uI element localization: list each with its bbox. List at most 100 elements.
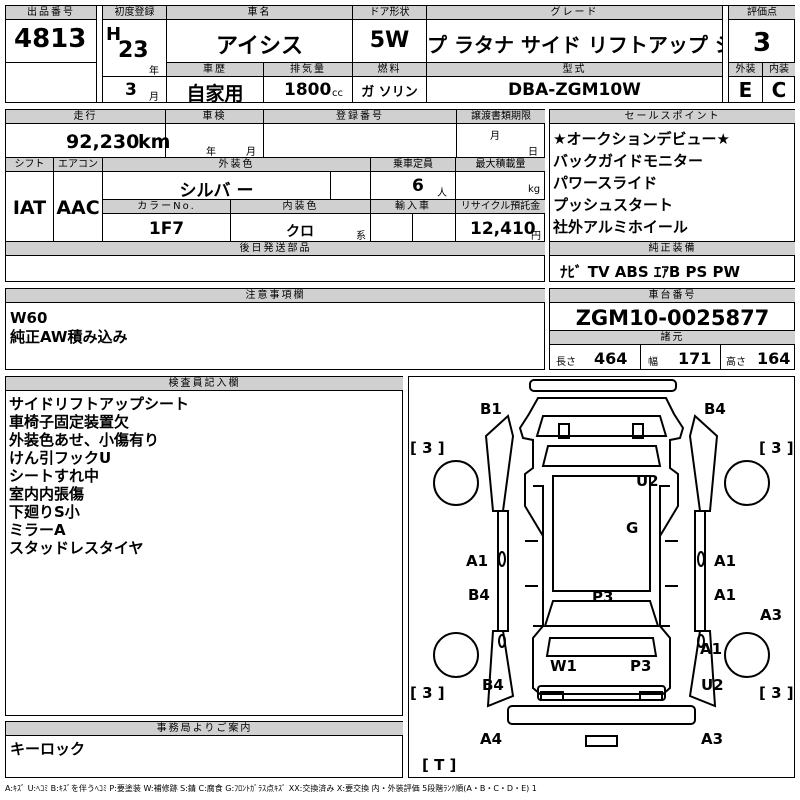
score-label: 評価点 — [729, 6, 795, 20]
notes-block — [5, 288, 545, 370]
era: H — [106, 24, 122, 45]
right-rear-marker — [697, 634, 705, 648]
inspector-line-5: シートすれ中 — [9, 467, 100, 485]
ext-label: 外装 — [729, 63, 762, 77]
sales-item-3: パワースライド — [553, 174, 658, 192]
load-unit: kg — [528, 184, 541, 195]
equip-label: 純正装備 — [550, 242, 795, 256]
inspect-month-unit: 月 — [246, 147, 256, 158]
history-label: 車歴 — [167, 63, 263, 77]
left-front-fender — [484, 414, 515, 512]
sales-item-1: ★オークションデビュー★ — [553, 130, 730, 148]
rear-bumper-outer — [507, 705, 696, 725]
code-a3-right: A3 — [760, 606, 782, 624]
rear-window — [543, 600, 660, 627]
header-block — [5, 5, 795, 103]
lot-label: 出品番号 — [6, 6, 96, 20]
mileage-label: 走行 — [6, 110, 165, 124]
transfer-day: 日 — [528, 147, 538, 158]
mileage-unit: km — [138, 131, 171, 153]
capacity: 6 — [412, 176, 424, 196]
inspector-line-7: 下廻りS小 — [9, 503, 80, 521]
code-p3-center: P3 — [592, 588, 613, 606]
front-vent-right — [632, 423, 644, 439]
tire-front-left — [433, 460, 479, 506]
code-b4-front-right: B4 — [704, 400, 726, 418]
height: 164 — [757, 349, 791, 368]
shift: IAT — [12, 197, 47, 219]
tire-grade-front-right: [ 3 ] — [759, 439, 794, 457]
intcolor-label: 内装色 — [231, 200, 370, 214]
displacement-label: 排気量 — [264, 63, 352, 77]
tire-grade-rear-right: [ 3 ] — [759, 684, 794, 702]
inspector-line-8: ミラーA — [9, 521, 66, 539]
code-a4: A4 — [480, 730, 502, 748]
code-g: G — [626, 519, 638, 537]
code-a1-right: A1 — [714, 552, 736, 570]
code-a1-left: A1 — [466, 552, 488, 570]
plate-label: 登録番号 — [264, 110, 456, 124]
model: DBA-ZGM10W — [508, 80, 641, 100]
notes-label: 注意事項欄 — [6, 289, 545, 303]
tail-light-left — [540, 691, 564, 701]
inspector-line-6: 室内内張傷 — [9, 485, 85, 503]
length-label: 長さ — [556, 357, 576, 368]
inspector-label: 検査員記入欄 — [6, 377, 403, 391]
tire-rear-left — [433, 632, 479, 678]
roof — [552, 475, 651, 592]
left-rear-fender — [486, 630, 515, 708]
code-w1: W1 — [550, 657, 577, 675]
inspector-line-4: けん引フックU — [9, 449, 112, 467]
capacity-label: 乗車定員 — [371, 158, 455, 172]
fuel-label: 燃料 — [353, 63, 426, 77]
right-mirror — [697, 551, 705, 567]
specs-block — [5, 109, 545, 282]
recycle-label: リサイクル預託金 — [456, 200, 545, 214]
right-sill — [694, 510, 706, 632]
score: 3 — [752, 28, 772, 58]
color-label: 外装色 — [103, 158, 370, 172]
code-a1-right-2: A1 — [714, 586, 736, 604]
inspector-line-3: 外装色あせ、小傷有り — [9, 431, 160, 449]
tire-grade-front-left: [ 3 ] — [410, 439, 445, 457]
lot-number: 4813 — [14, 24, 87, 54]
fuel: ガ ソリン — [361, 85, 418, 100]
code-u2-top: U2 — [636, 472, 659, 490]
ac-label: エアコン — [54, 158, 102, 172]
history: 自家用 — [186, 83, 244, 105]
year-unit: 年 — [149, 66, 159, 77]
office-block — [5, 721, 403, 778]
left-mirror — [498, 551, 506, 567]
int-label: 内装 — [763, 63, 795, 77]
sales-label: セールスポイント — [550, 110, 795, 124]
door-type: 5W — [369, 28, 410, 53]
int-grade: C — [771, 78, 787, 102]
tire-front-right — [724, 460, 770, 506]
sales-block — [549, 109, 795, 282]
notes-line-1: W60 — [10, 309, 48, 327]
first-reg-label: 初度登録 — [103, 6, 166, 20]
later-parts-label: 後日発送部品 — [6, 242, 545, 256]
first-reg-box — [102, 5, 166, 103]
left-sill — [497, 510, 509, 632]
diagram-block — [408, 376, 795, 778]
grade: プ ラタナ サイド リフトアップ シート — [427, 33, 722, 57]
inspector-block — [5, 376, 403, 716]
left-door-line — [533, 485, 544, 627]
tail-light-right — [639, 691, 663, 701]
office-label: 事務局よりご案内 — [6, 722, 403, 736]
colorno-label: カラーNo. — [103, 200, 230, 214]
rear-bumper — [537, 685, 666, 701]
legend: A:ｷｽﾞ U:ﾍｺﾐ B:ｷｽﾞを伴うﾍｺﾐ P:要塗装 W:補修跡 S:錆 … — [5, 784, 537, 793]
import-label: 輸入車 — [371, 200, 455, 214]
chassis-block — [549, 288, 795, 370]
chassis-number: ZGM10-0025877 — [575, 306, 770, 330]
code-a1-right-3: A1 — [700, 640, 722, 658]
code-b4-bottom-left: B4 — [482, 676, 504, 694]
code-b1: B1 — [480, 400, 502, 418]
spare-tire — [585, 735, 618, 747]
transfer-month: 月 — [490, 131, 500, 142]
mileage: 92,230 — [66, 131, 140, 153]
hood — [535, 415, 668, 437]
code-a3-bottom: A3 — [701, 730, 723, 748]
